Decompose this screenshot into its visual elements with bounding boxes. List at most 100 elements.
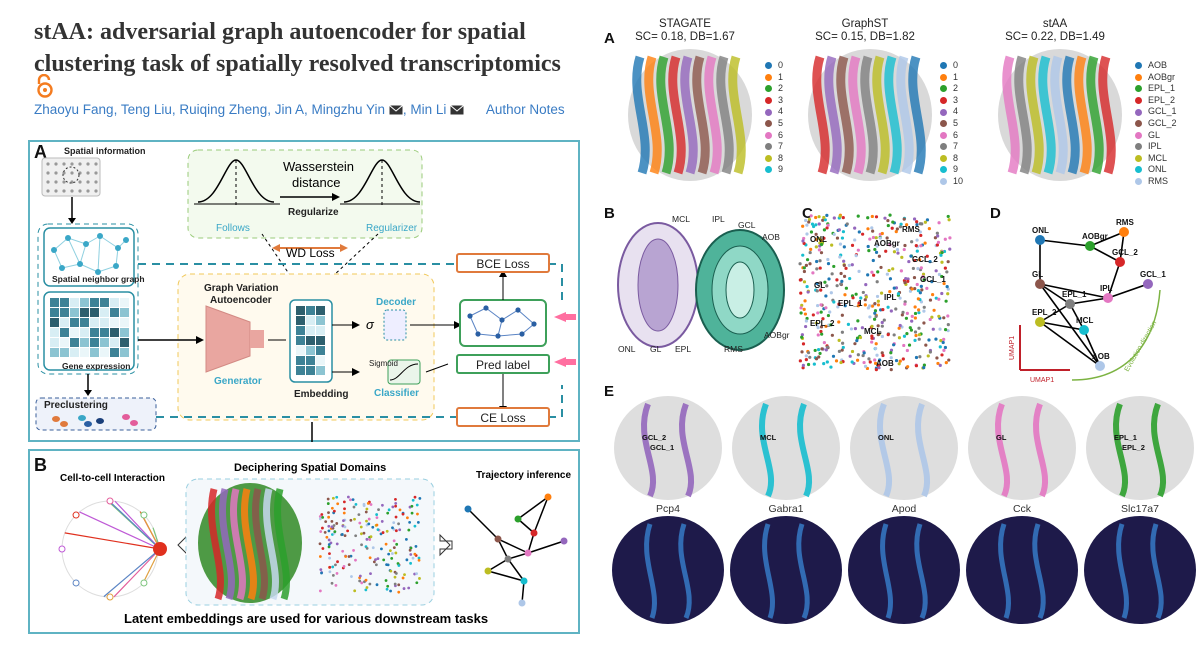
umap-point (935, 243, 939, 247)
matrix-cell (50, 338, 59, 347)
trajectory-edge (1083, 329, 1101, 367)
umap-point (375, 583, 379, 587)
umap-point (942, 281, 946, 286)
author-link[interactable]: Min Li (410, 102, 447, 117)
umap-point (358, 574, 362, 578)
umap-point (394, 572, 398, 575)
legend-entry: 1 (940, 72, 963, 84)
trajectory-label: AOBgr (1082, 232, 1108, 241)
chord-line (103, 548, 161, 598)
umap-point (919, 244, 923, 248)
legend-entry: RMS (1135, 176, 1177, 188)
umap-point (873, 311, 877, 315)
legend-entry: 1 (765, 72, 783, 84)
umap-point (935, 231, 939, 235)
umap-point (364, 588, 368, 592)
umap-point (910, 314, 914, 319)
tissue-stripe (656, 55, 674, 175)
umap-point (819, 288, 823, 292)
umap-point (815, 259, 819, 264)
trajectory-node (494, 535, 502, 543)
umap-point (385, 563, 388, 567)
expression-band (877, 402, 893, 498)
author-link[interactable]: Teng Liu (120, 102, 172, 117)
umap-point (330, 506, 334, 510)
author-link[interactable]: Jin A (274, 102, 304, 117)
umap-point (347, 555, 351, 558)
author-notes-link[interactable]: Author Notes (485, 102, 565, 117)
umap-point (407, 586, 411, 590)
tissue-stripe (208, 488, 224, 601)
heatmap-band (678, 523, 692, 619)
legend-swatch (1135, 96, 1142, 104)
matrix-cell (70, 298, 79, 307)
trajectory-edge (527, 540, 565, 554)
author-link[interactable]: Ruiqing Zheng (179, 102, 268, 117)
umap-point (901, 310, 905, 314)
legend-entry: GL (1135, 130, 1177, 142)
umap-point (327, 543, 331, 546)
umap-point (380, 547, 383, 551)
legend-label: 9 (778, 164, 784, 175)
umap-point (416, 512, 419, 516)
trajectory-node (544, 493, 552, 501)
umap-point (936, 240, 941, 244)
trajectory-node (1119, 227, 1129, 237)
author-link[interactable]: Mingzhu Yin (311, 102, 386, 117)
heatmap-band (1032, 523, 1046, 619)
umap-point (931, 293, 935, 297)
umap-point (819, 251, 824, 255)
umap-point (802, 280, 807, 284)
graph-node (51, 247, 57, 253)
umap-point (924, 343, 928, 347)
expression-band (641, 402, 657, 498)
umap-point (417, 556, 421, 560)
heatmap-outline (966, 516, 1078, 624)
graph-node (495, 333, 501, 339)
umap-point (876, 324, 880, 328)
region-label: GCL_2 (642, 433, 666, 442)
umap-point (903, 280, 907, 285)
legend-swatch (940, 178, 947, 186)
umap-point (817, 237, 822, 241)
graph-edge (99, 235, 119, 249)
umap-point (885, 236, 889, 240)
umap-cluster-label: GL (814, 281, 825, 290)
umap-point (386, 511, 390, 515)
umap-point (354, 534, 358, 538)
sigma-symbol: σ (366, 317, 374, 332)
umap-point (906, 279, 910, 283)
umap-point (823, 218, 827, 222)
umap-point (401, 576, 405, 580)
umap-point (947, 358, 951, 362)
umap-point (888, 277, 892, 281)
matrix-cell (80, 308, 89, 317)
email-icon[interactable] (450, 105, 464, 115)
umap-point (894, 307, 898, 311)
umap-point (832, 300, 836, 304)
matrix-cell (316, 366, 325, 375)
trajectory-edge (487, 558, 509, 572)
umap-point (844, 266, 848, 270)
tissue-section (808, 49, 932, 181)
trajectory-edge (507, 558, 525, 582)
legend-swatch (1135, 143, 1142, 151)
trajectory-label: EPL_2 (1032, 308, 1057, 317)
umap-point (839, 282, 843, 286)
email-icon[interactable] (389, 105, 403, 115)
umap-point (411, 556, 415, 560)
author-link[interactable]: Zhaoyu Fang (34, 102, 114, 117)
graph-node (475, 331, 481, 337)
matrix-cell (296, 306, 305, 315)
umap-point (349, 498, 352, 502)
grid-dot (86, 180, 90, 184)
umap-point (841, 345, 845, 350)
umap-point (922, 366, 926, 370)
matrix-cell (90, 298, 99, 307)
umap-point (332, 509, 336, 513)
umap-point (865, 366, 870, 371)
umap-cluster-label: EPL_1 (838, 299, 863, 308)
umap-point (948, 236, 952, 240)
